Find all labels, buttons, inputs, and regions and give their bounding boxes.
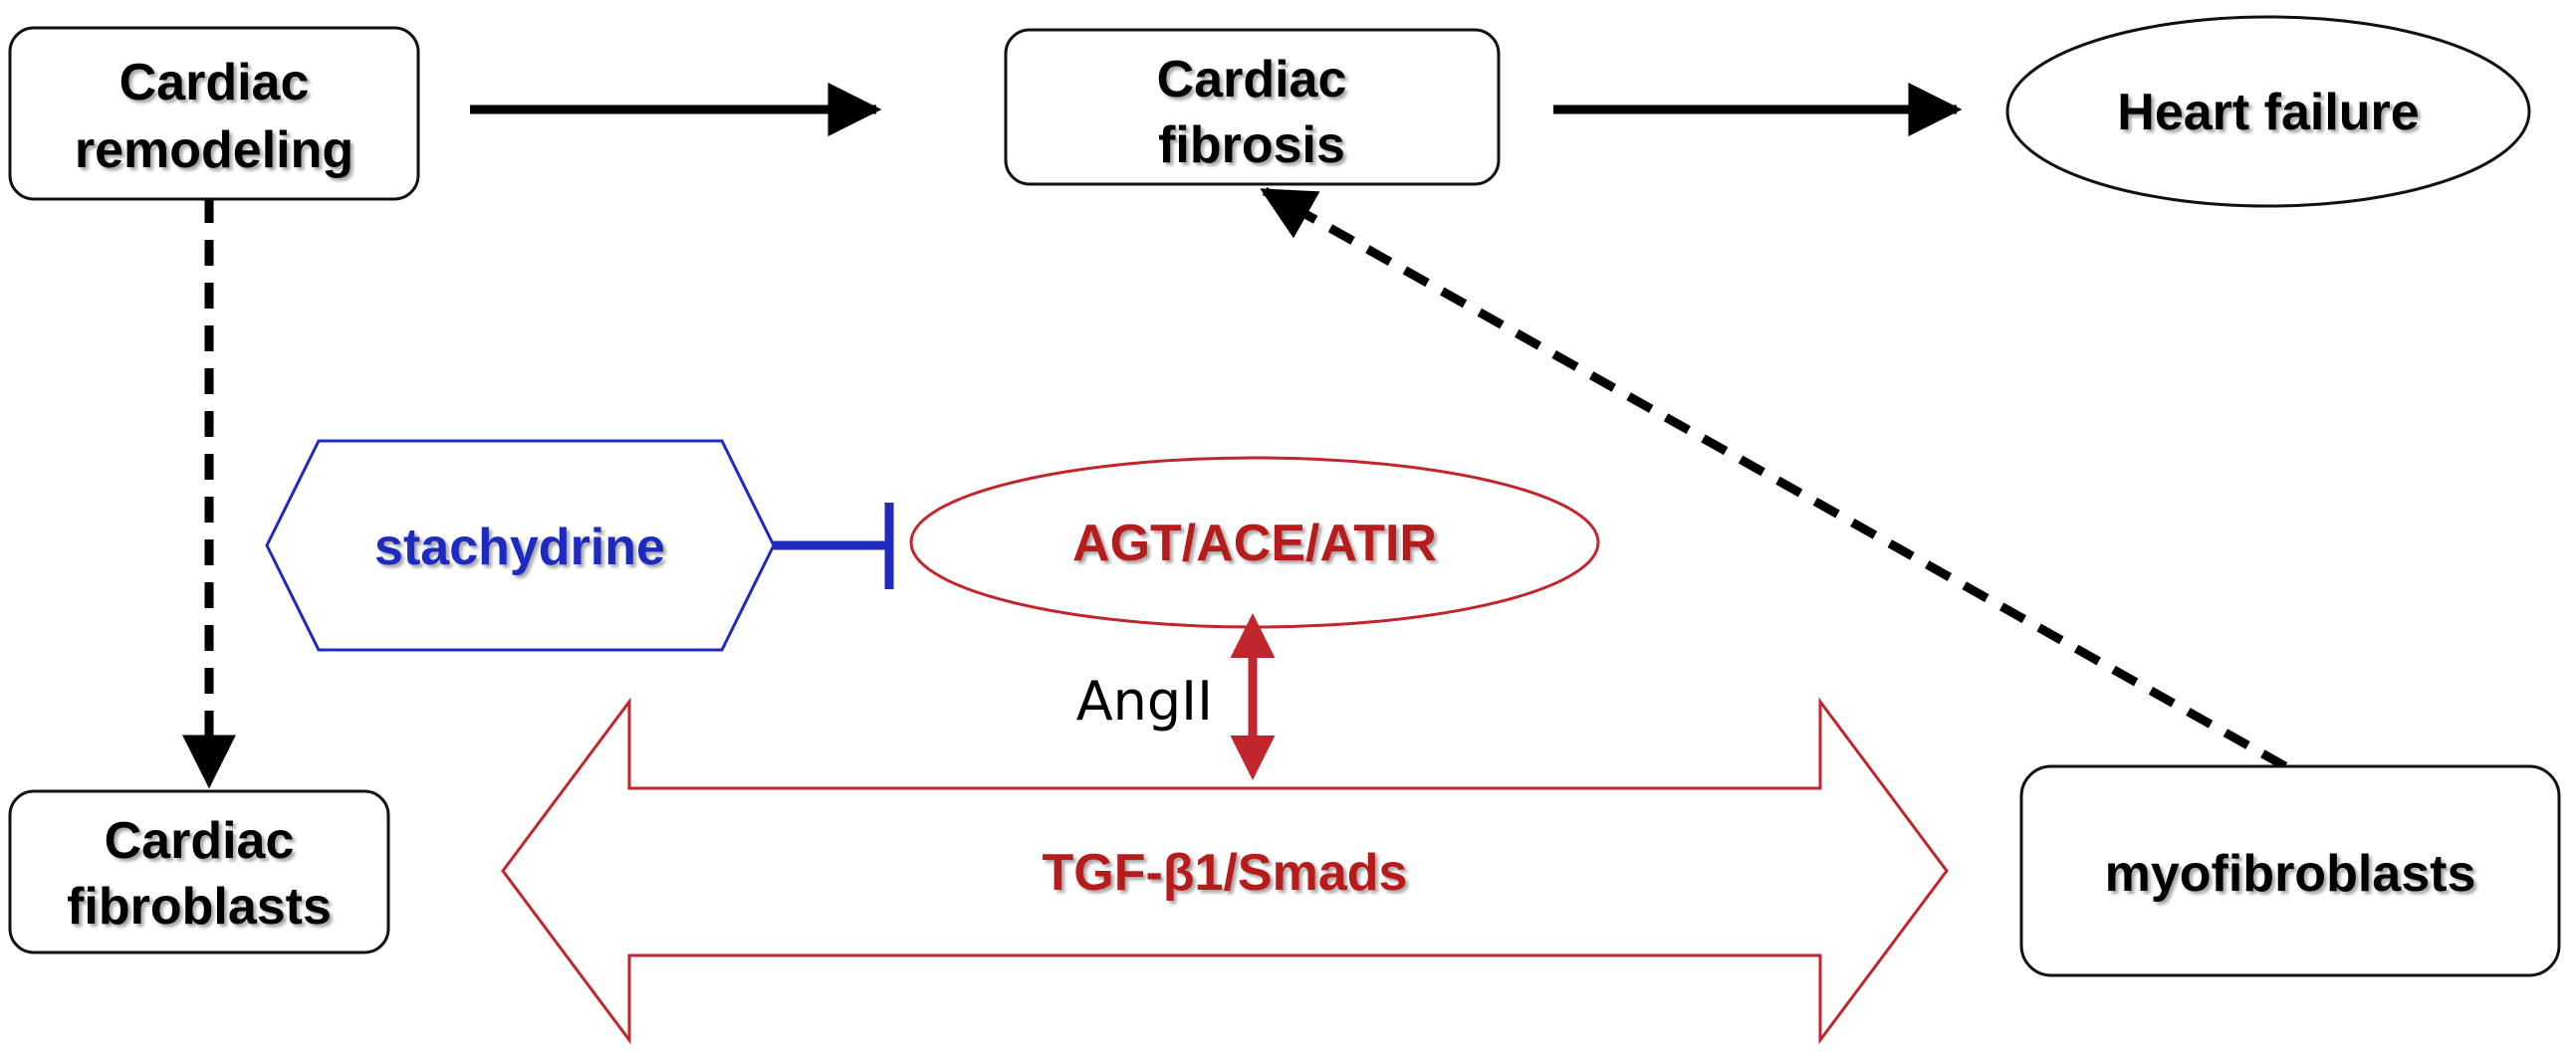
cardiac-fibrosis-node: Cardiac fibrosis: [1004, 28, 1501, 186]
dashed-arrow-myofibroblasts-to-fibrosis: [1260, 187, 2288, 770]
agt-ace-atir-node: AGT/ACE/ATIR: [909, 456, 1600, 629]
agt-ace-atir-label: AGT/ACE/ATIR: [1072, 515, 1437, 572]
tgf-smads-label: TGF-β1/Smads: [1043, 844, 1408, 902]
cardiac-remodeling-node: Cardiac remodeling: [8, 26, 420, 201]
cardiac-remodeling-line1: Cardiac: [119, 54, 310, 111]
inhibition-stachydrine-to-agt: [774, 503, 894, 589]
cardiac-fibrosis-line1: Cardiac: [1157, 51, 1347, 108]
tgf-smads-node: TGF-β1/Smads: [501, 697, 1949, 1045]
myofibroblasts-node: myofibroblasts: [2019, 764, 2561, 977]
cardiac-fibroblasts-line2: fibroblasts: [67, 878, 332, 936]
heart-failure-node: Heart failure: [2005, 15, 2531, 208]
myofibroblasts-label: myofibroblasts: [2105, 845, 2476, 903]
cardiac-fibroblasts-node: Cardiac fibroblasts: [8, 789, 390, 954]
heart-failure-label: Heart failure: [2117, 84, 2419, 141]
stachydrine-label: stachydrine: [374, 519, 665, 576]
cardiac-fibroblasts-line1: Cardiac: [105, 812, 295, 870]
cardiac-fibrosis-line2: fibrosis: [1158, 116, 1345, 174]
stachydrine-node: stachydrine: [265, 439, 776, 652]
angii-label: AngII: [1076, 670, 1213, 733]
cardiac-remodeling-line2: remodeling: [75, 121, 353, 179]
